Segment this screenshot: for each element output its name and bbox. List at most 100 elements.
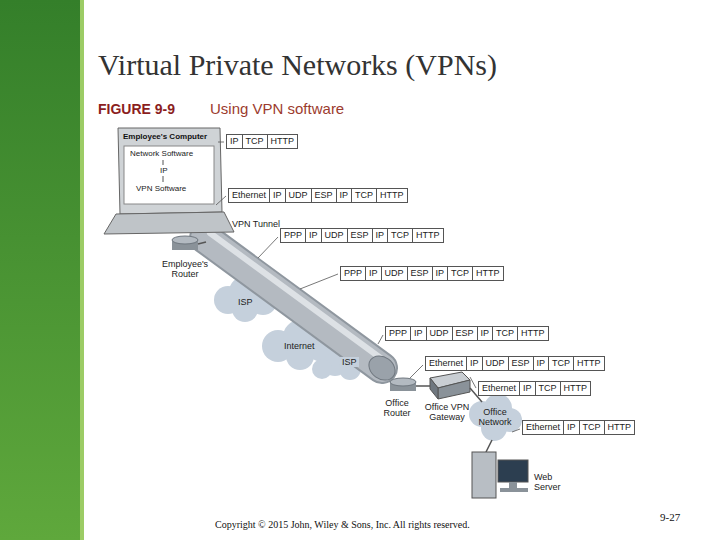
software-layer: Network Software [130,149,193,158]
packet-headers: PPPIPUDPESPIPTCPHTTP [385,326,549,341]
laptop-screen [118,128,222,214]
network-label: Office Network [474,407,516,427]
header-cell: UDP [381,266,408,281]
tunnel-label: VPN Tunnel [232,219,280,229]
header-cell: ESP [311,188,337,203]
header-cell: ESP [347,228,373,243]
cloud-puff [232,296,258,322]
packet-headers: EthernetIPUDPESPIPTCPHTTP [228,188,408,203]
header-cell: IP [372,228,389,243]
vpn-tunnel [205,238,382,368]
side-bar [0,0,84,540]
leader-line [470,377,476,388]
header-cell: IP [410,326,427,341]
header-cell: PPP [385,326,411,341]
header-cell: ESP [407,266,433,281]
header-cell: Ethernet [425,356,467,371]
copyright-note: Copyright © 2015 John, Wiley & Sons, Inc… [215,519,470,530]
header-cell: IP [336,188,353,203]
header-cell: TCP [492,326,518,341]
header-cell: HTTP [376,188,408,203]
gateway-side [430,378,438,399]
laptop-base [104,212,234,234]
header-cell: PPP [280,228,306,243]
header-cell: IP [533,356,550,371]
leader-line [258,237,278,258]
stack-line [163,160,164,165]
vpn-tunnel-edge [205,238,382,368]
header-cell: HTTP [267,134,299,149]
software-layer: VPN Software [136,184,186,193]
header-cell: IP [269,188,286,203]
software-panel [124,146,214,204]
cable [486,440,492,452]
leader-line [216,196,226,205]
gateway-front [438,380,470,399]
header-cell: ESP [452,326,478,341]
header-cell: UDP [321,228,348,243]
header-cell: ESP [508,356,534,371]
header-cell: TCP [579,420,605,435]
header-cell: Ethernet [228,188,270,203]
tunnel-highlight [210,233,386,362]
header-cell: IP [365,266,382,281]
header-cell: Ethernet [522,420,564,435]
packet-headers: PPPIPUDPESPIPTCPHTTP [340,266,504,281]
header-cell: TCP [351,188,377,203]
header-cell: TCP [387,228,413,243]
cable [416,385,430,387]
server-tower [472,452,496,498]
header-cell: IP [466,356,483,371]
device-label: Office VPN Gateway [423,402,471,422]
router-top [390,378,416,386]
slide-number: 9-27 [660,511,680,523]
cloud-label: Internet [284,341,315,351]
header-cell: PPP [340,266,366,281]
header-cell: IP [477,326,494,341]
leader-lines [216,142,520,432]
packet-headers: EthernetIPTCPHTTP [478,381,591,396]
slide-title: Virtual Private Networks (VPNs) [98,48,497,82]
device-label: Web Server [534,472,576,492]
header-cell: Ethernet [478,381,520,396]
header-cell: TCP [447,266,473,281]
monitor-foot [500,488,528,492]
side-stripe [80,0,84,540]
stack-line [163,176,164,182]
header-cell: UDP [482,356,509,371]
isp-cloud [312,352,361,380]
figure-caption: Using VPN software [210,100,344,117]
leader-line [512,429,520,432]
router-top [172,236,198,244]
cable [198,242,206,244]
cloud-label: ISP [340,357,359,367]
office-network-cloud [469,394,522,441]
software-layer: IP [160,166,168,175]
leader-line [378,335,383,344]
device-label: Employee's Computer [123,132,207,141]
leader-line [300,274,338,289]
header-cell: UDP [285,188,312,203]
packet-headers: IPTCPHTTP [226,134,298,149]
monitor-stand [509,482,517,488]
packet-headers: PPPIPUDPESPIPTCPHTTP [280,228,444,243]
device-label: Employee's Router [156,259,214,279]
figure-number: FIGURE 9-9 [98,101,175,117]
header-cell: HTTP [560,381,592,396]
header-cell: HTTP [604,420,636,435]
header-cell: TCP [535,381,561,396]
device-label: Office Router [376,398,418,418]
header-cell: TCP [242,134,268,149]
header-cell: HTTP [573,356,605,371]
leader-line [218,142,224,143]
cloud-puff [312,359,332,379]
header-cell: HTTP [412,228,444,243]
header-cell: TCP [548,356,574,371]
server-monitor [498,460,528,482]
header-cell: IP [432,266,449,281]
header-cell: HTTP [517,326,549,341]
leader-line [410,365,423,378]
header-cell: IP [226,134,243,149]
cloud-label: ISP [238,297,253,307]
